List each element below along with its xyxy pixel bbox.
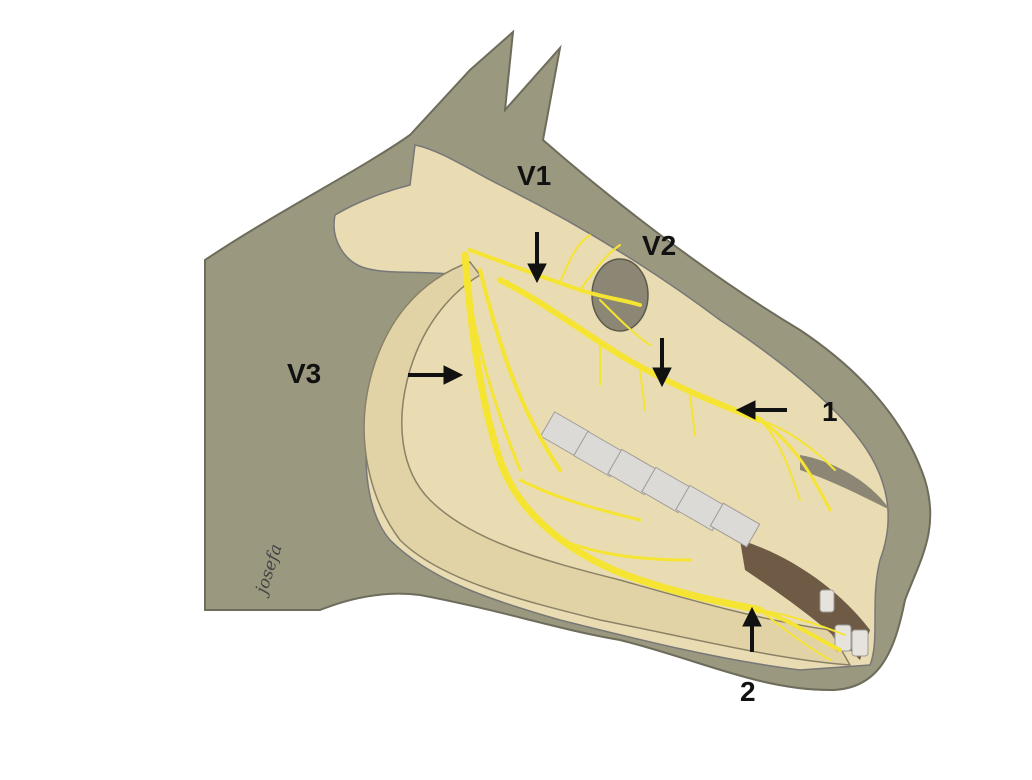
nasal-notch xyxy=(800,455,890,510)
label-v2: V2 xyxy=(642,230,677,261)
molar-teeth xyxy=(539,411,761,548)
trigeminal-nerve-branches xyxy=(461,234,846,661)
incisor-teeth xyxy=(819,589,869,657)
mandible xyxy=(363,261,852,666)
arrow-icon xyxy=(408,232,787,652)
neck-fade xyxy=(150,250,290,630)
label-site-2: 2 xyxy=(740,676,756,707)
label-site-1: 1 xyxy=(822,396,838,427)
label-v3: V3 xyxy=(287,358,322,389)
label-v1: V1 xyxy=(517,160,552,191)
